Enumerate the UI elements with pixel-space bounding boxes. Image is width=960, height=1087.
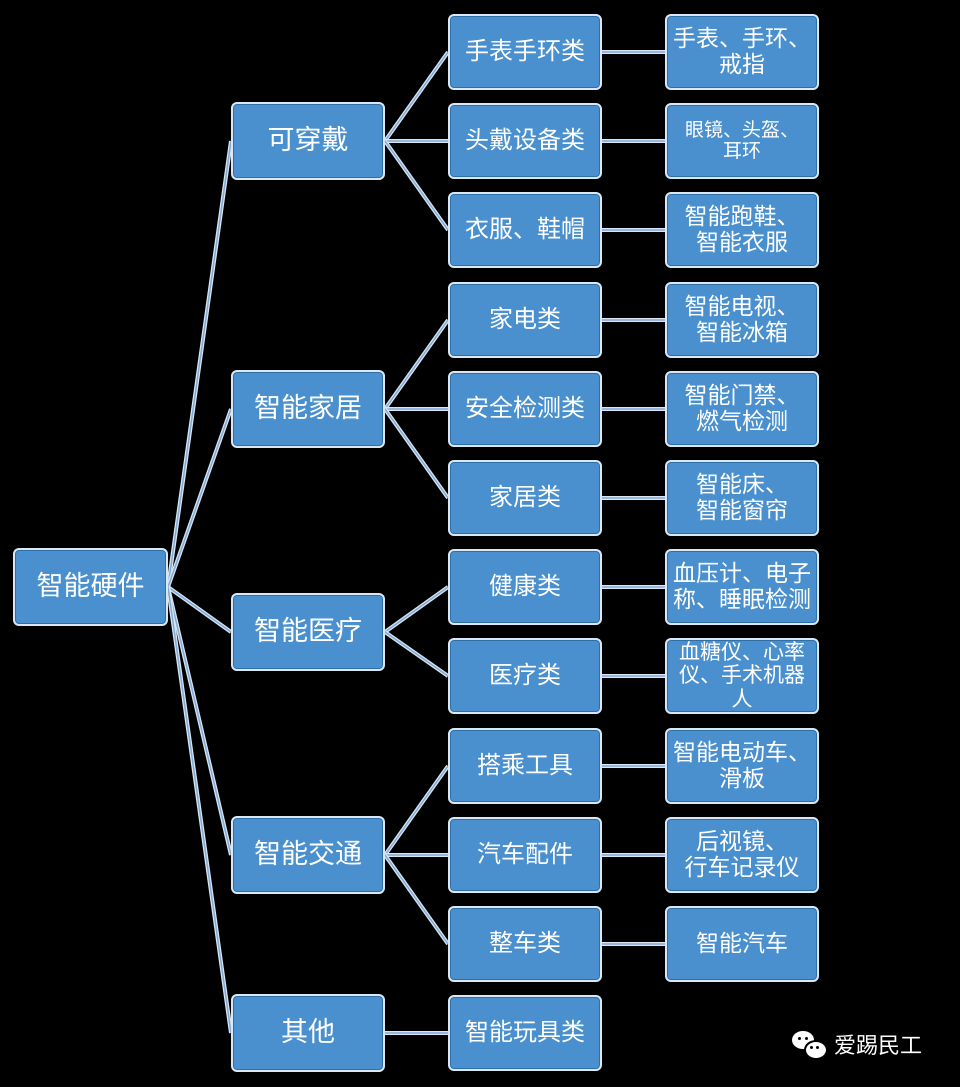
- sub-label: 手表手环类: [465, 37, 585, 66]
- detail-whole-car: 智能汽车: [665, 906, 819, 982]
- category-smart-transport: 智能交通: [231, 816, 385, 894]
- detail-label: 手表、手环、 戒指: [673, 25, 811, 78]
- connector-cat0-sub0-core: [384, 51, 449, 142]
- sub-label: 智能玩具类: [465, 1018, 585, 1047]
- detail-label: 血糖仪、心率 仪、手术机器 人: [679, 640, 805, 711]
- connector-cat2-sub1-core: [384, 631, 449, 677]
- detail-headwear: 眼镜、头盔、 耳环: [665, 103, 819, 179]
- detail-label: 智能跑鞋、 智能衣服: [684, 203, 800, 256]
- root-label: 智能硬件: [36, 571, 145, 603]
- detail-car-parts: 后视镜、 行车记录仪: [665, 817, 819, 893]
- detail-label: 血压计、电子 称、睡眠检测: [673, 560, 811, 613]
- connector-cat3-sub2-core: [384, 854, 449, 945]
- detail-label: 智能电动车、 滑板: [673, 739, 811, 792]
- detail-medical: 血糖仪、心率 仪、手术机器 人: [665, 638, 819, 714]
- category-other: 其他: [231, 994, 385, 1072]
- sub-label: 安全检测类: [465, 394, 585, 423]
- detail-watch-band: 手表、手环、 戒指: [665, 14, 819, 90]
- category-label: 其他: [281, 1017, 335, 1049]
- detail-label: 智能电视、 智能冰箱: [684, 293, 800, 346]
- category-label: 智能交通: [254, 839, 362, 871]
- connector-cat3-sub0-core: [384, 765, 449, 856]
- connector-cat1-sub0-core: [384, 319, 449, 410]
- connector-cat0-sub2-core: [384, 140, 449, 231]
- detail-furnishing: 智能床、 智能窗帘: [665, 460, 819, 536]
- sub-label: 搭乘工具: [477, 751, 573, 780]
- sub-label: 衣服、鞋帽: [465, 215, 585, 244]
- detail-riding-tools: 智能电动车、 滑板: [665, 728, 819, 804]
- sub-label: 健康类: [489, 572, 561, 601]
- sub-label: 家电类: [489, 305, 561, 334]
- category-label: 智能家居: [254, 393, 362, 425]
- sub-medical: 医疗类: [448, 638, 602, 714]
- sub-car-parts: 汽车配件: [448, 817, 602, 893]
- category-label: 可穿戴: [267, 125, 349, 157]
- sub-clothing: 衣服、鞋帽: [448, 192, 602, 268]
- sub-appliances: 家电类: [448, 282, 602, 358]
- connector-root-2-core: [167, 586, 232, 633]
- category-wearable: 可穿戴: [231, 102, 385, 180]
- category-smart-medical: 智能医疗: [231, 593, 385, 671]
- sub-label: 家居类: [489, 483, 561, 512]
- category-smart-home: 智能家居: [231, 370, 385, 448]
- root-node: 智能硬件: [13, 548, 168, 626]
- detail-label: 智能床、 智能窗帘: [696, 471, 788, 524]
- detail-security: 智能门禁、 燃气检测: [665, 371, 819, 447]
- category-label: 智能医疗: [254, 616, 362, 648]
- watermark: 爱踢民工: [792, 1028, 922, 1060]
- connector-root-4-core: [167, 586, 232, 1034]
- watermark-label: 爱踢民工: [834, 1034, 923, 1059]
- detail-label: 智能门禁、 燃气检测: [684, 382, 800, 435]
- sub-whole-car: 整车类: [448, 906, 602, 982]
- sub-label: 头戴设备类: [465, 126, 585, 155]
- detail-appliances: 智能电视、 智能冰箱: [665, 282, 819, 358]
- detail-label: 后视镜、 行车记录仪: [684, 828, 800, 881]
- connector-cat2-sub0-core: [384, 586, 449, 633]
- sub-security: 安全检测类: [448, 371, 602, 447]
- sub-furnishing: 家居类: [448, 460, 602, 536]
- sub-health: 健康类: [448, 549, 602, 625]
- sub-label: 汽车配件: [477, 840, 573, 869]
- sub-riding-tools: 搭乘工具: [448, 728, 602, 804]
- detail-health: 血压计、电子 称、睡眠检测: [665, 549, 819, 625]
- detail-clothing: 智能跑鞋、 智能衣服: [665, 192, 819, 268]
- connector-cat1-sub2-core: [384, 408, 449, 499]
- sub-label: 整车类: [489, 929, 561, 958]
- connector-root-0-core: [167, 140, 232, 588]
- wechat-icon: [792, 1029, 828, 1060]
- detail-label: 智能汽车: [696, 930, 788, 957]
- sub-label: 医疗类: [489, 661, 561, 690]
- sub-headwear: 头戴设备类: [448, 103, 602, 179]
- detail-label: 眼镜、头盔、 耳环: [684, 119, 799, 162]
- connector-root-1-core: [167, 408, 232, 588]
- sub-smart-toys: 智能玩具类: [448, 995, 602, 1071]
- sub-watch-band: 手表手环类: [448, 14, 602, 90]
- connector-root-3-core: [167, 586, 232, 856]
